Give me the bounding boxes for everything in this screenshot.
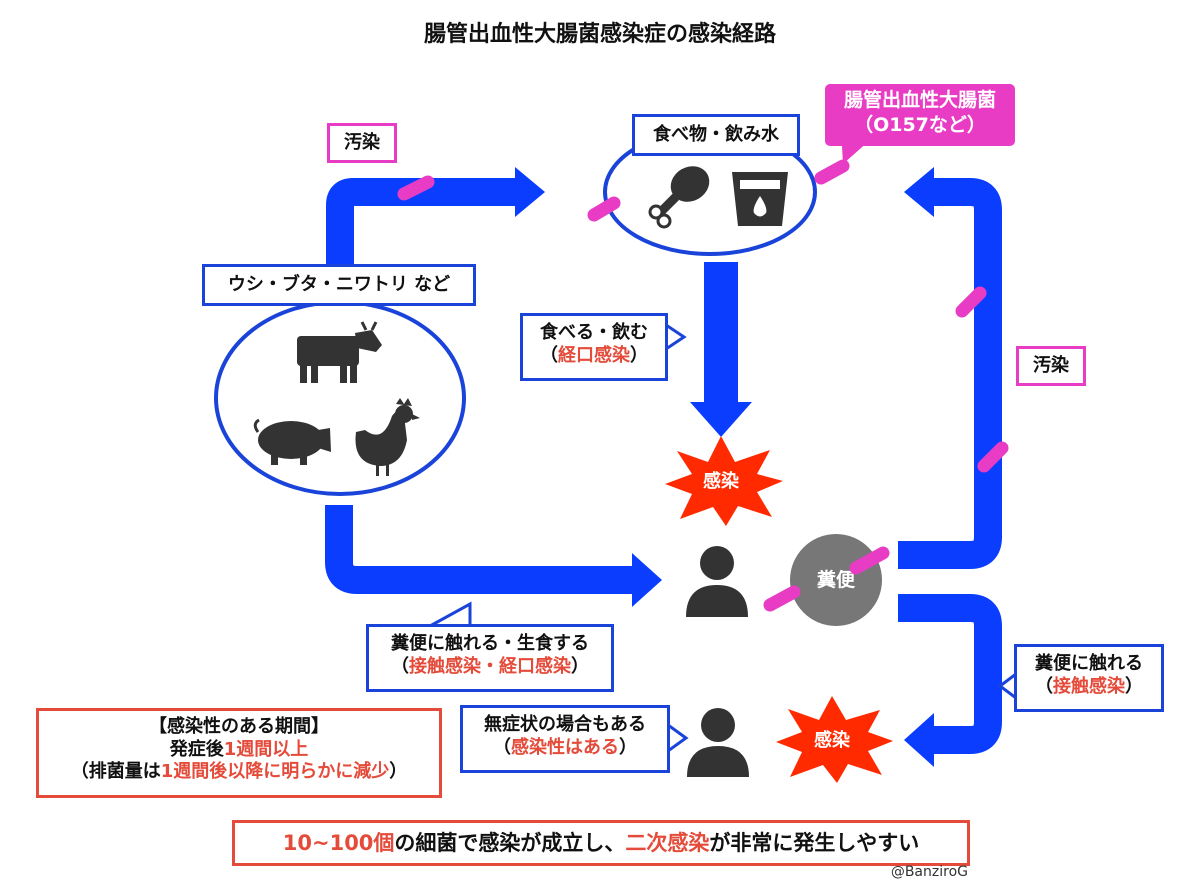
touch-feces-route: （接触感染） xyxy=(1017,676,1161,699)
paren: ） xyxy=(630,344,648,366)
paren: ） xyxy=(1125,675,1143,697)
touch-raw-route: （接触感染・経口感染） xyxy=(369,656,611,679)
pig-icon xyxy=(253,418,331,465)
contamination-left-label: 汚染 xyxy=(327,123,397,163)
water-glass-icon xyxy=(732,172,788,226)
infectious-period-heading: 【感染性のある期間】 xyxy=(149,716,329,737)
chicken-leg-icon xyxy=(648,166,710,229)
arrow-animals-to-food xyxy=(326,178,518,270)
arrow-food-to-infection-head xyxy=(690,402,752,437)
oral-infection-text: 経口感染 xyxy=(558,344,630,366)
pathogen-example: （O157など） xyxy=(854,113,986,136)
infection-bottom-label: 感染 xyxy=(814,729,851,751)
paren: ） xyxy=(571,655,589,677)
contamination-right-label: 汚染 xyxy=(1016,346,1086,386)
asymptomatic-callout-tail xyxy=(666,722,689,754)
infection-burst-bottom xyxy=(776,696,893,783)
chicken-icon xyxy=(355,398,420,476)
note-text: が非常に発生しやすい xyxy=(709,831,920,855)
arrow-food-to-infection-shaft xyxy=(704,262,738,410)
infectious-text: 感染性はある xyxy=(511,736,619,758)
eat-drink-text: 食べる・飲む xyxy=(540,322,648,343)
paren: （ xyxy=(1035,675,1053,697)
pathogen-callout: 腸管出血性大腸菌 （O157など） xyxy=(825,84,1015,146)
eat-drink-callout-tail xyxy=(664,322,687,352)
arrow-feces-to-food-head xyxy=(904,167,934,217)
eat-drink-route: （経口感染） xyxy=(523,345,665,368)
arrow-animals-to-food-head xyxy=(515,167,545,217)
bacteria-marker-icon xyxy=(397,159,1009,612)
touch-feces-callout: 糞便に触れる （接触感染） xyxy=(1014,644,1164,712)
asymptomatic-callout: 無症状の場合もある （感染性はある） xyxy=(460,705,670,773)
paren: （ xyxy=(391,655,409,677)
cow-icon xyxy=(297,321,382,383)
pathogen-name: 腸管出血性大腸菌 xyxy=(843,89,996,111)
contact-oral-infection-text: 接触感染・経口感染 xyxy=(409,655,571,677)
duration-text: 1週間以上 xyxy=(223,738,309,760)
paren: （ xyxy=(540,344,558,366)
shedding-text: （排菌量は xyxy=(70,761,161,782)
infection-top-label: 感染 xyxy=(703,470,740,492)
arrow-feces-to-secondary-head xyxy=(904,713,934,767)
shedding-decrease-text: 1週間後以降に明らかに減少 xyxy=(160,761,390,782)
arrow-animals-to-person-head xyxy=(632,553,662,607)
eat-drink-callout: 食べる・飲む （経口感染） xyxy=(520,313,668,381)
asymptomatic-note: （感染性はある） xyxy=(463,737,667,760)
person-icon-primary xyxy=(686,546,748,617)
animals-label: ウシ・ブタ・ニワトリ など xyxy=(202,264,476,306)
asymptomatic-text: 無症状の場合もある xyxy=(484,714,646,735)
paren: ） xyxy=(619,736,637,758)
author-credit: @BanziroG xyxy=(890,864,968,880)
animals-ellipse xyxy=(214,300,466,496)
contact-infection-text: 接触感染 xyxy=(1053,675,1125,697)
feces-circle xyxy=(790,534,882,626)
arrow-feces-to-secondary xyxy=(898,594,1002,754)
touch-raw-callout-tail xyxy=(429,601,472,628)
touch-feces-text: 糞便に触れる xyxy=(1035,653,1143,674)
secondary-infection-text: 二次感染 xyxy=(625,831,710,855)
paren: （ xyxy=(493,736,511,758)
page-title: 腸管出血性大腸菌感染症の感染経路 xyxy=(423,22,776,47)
infection-burst-top xyxy=(665,436,783,526)
arrow-feces-to-food xyxy=(898,178,1002,569)
food-label: 食べ物・飲み水 xyxy=(632,114,800,156)
feces-label: 糞便 xyxy=(816,568,856,591)
infectious-period-box: 【感染性のある期間】 発症後1週間以上 （排菌量は1週間後以降に明らかに減少） xyxy=(36,708,442,798)
pathogen-callout-tail xyxy=(842,140,870,164)
arrow-animals-to-person xyxy=(325,505,636,594)
bottom-note-box: 10~100個の細菌で感染が成立し、二次感染が非常に発生しやすい xyxy=(232,820,970,866)
paren: ） xyxy=(389,761,408,782)
note-text: の細菌で感染が成立し、 xyxy=(394,831,626,855)
bacteria-count-text: 10~100個 xyxy=(282,831,395,855)
infectious-period-shedding: （排菌量は1週間後以降に明らかに減少） xyxy=(39,761,439,784)
touch-raw-callout: 糞便に触れる・生食する （接触感染・経口感染） xyxy=(366,624,614,692)
touch-raw-text: 糞便に触れる・生食する xyxy=(391,633,589,654)
infectious-period-duration: 発症後1週間以上 xyxy=(39,739,439,762)
person-icon-secondary xyxy=(687,708,749,777)
after-onset-text: 発症後 xyxy=(169,738,224,760)
